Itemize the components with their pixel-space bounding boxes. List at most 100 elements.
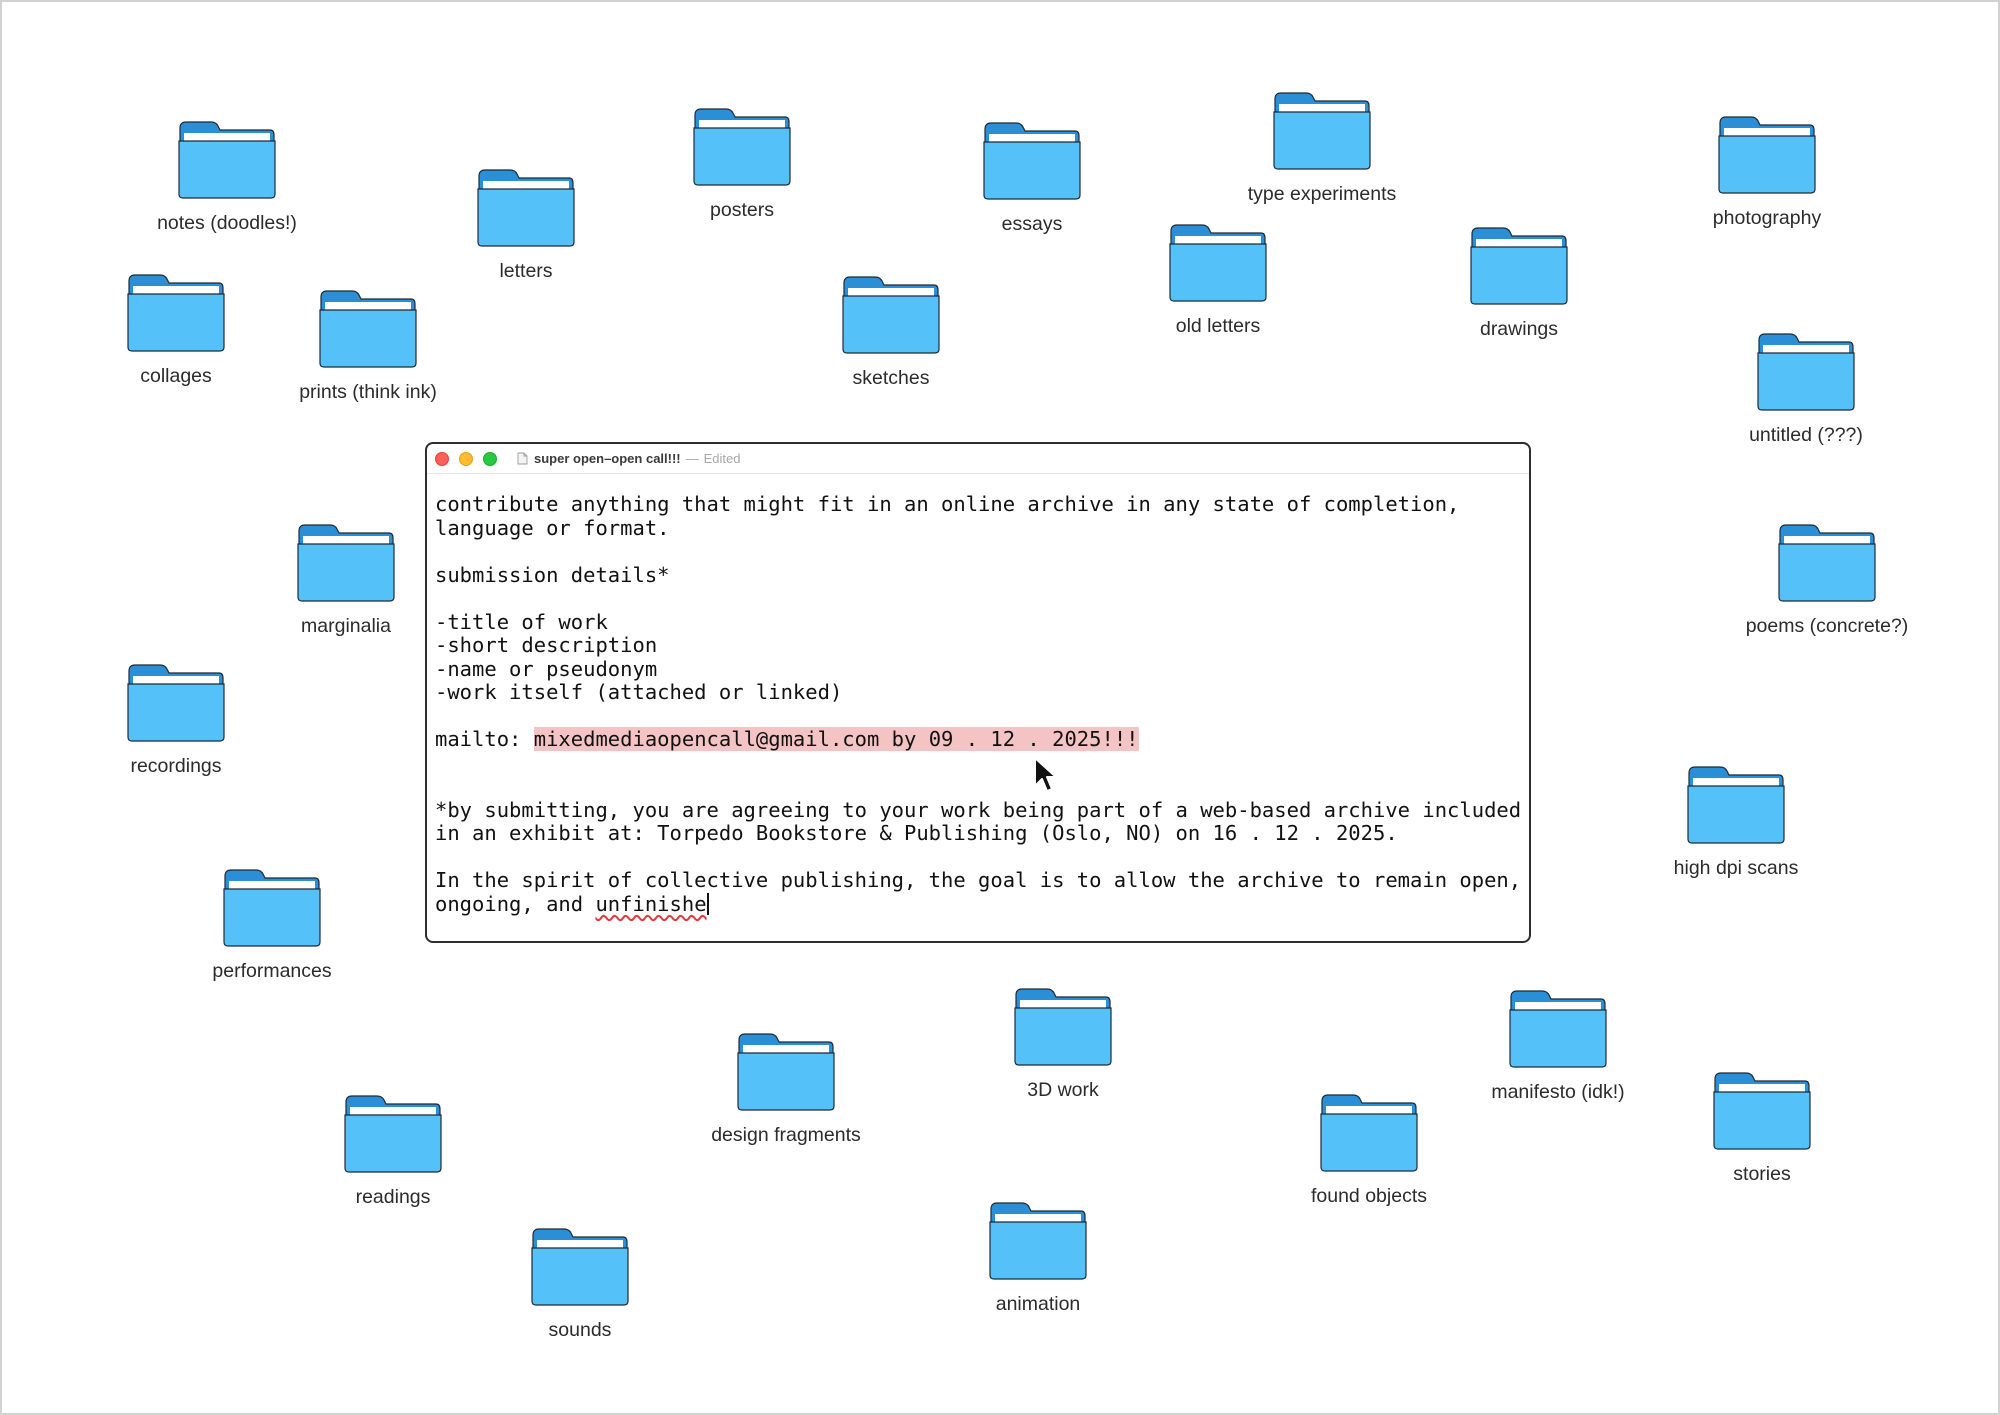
text-line: in an exhibit at: Torpedo Bookstore & Pu…: [435, 821, 1398, 845]
window-titlebar[interactable]: super open–open call!!! — Edited: [427, 444, 1529, 474]
folder-icon: [989, 1202, 1087, 1280]
text-span: ongoing, and: [435, 891, 596, 916]
folder-sounds[interactable]: sounds: [460, 1225, 700, 1342]
folder-icon: [1014, 988, 1112, 1066]
text-line: language or format.: [435, 515, 670, 540]
folder-label: posters: [710, 199, 774, 221]
document-icon: [517, 452, 528, 465]
folder-marginalia[interactable]: marginalia: [226, 521, 466, 638]
folder-icon: [1687, 766, 1785, 844]
text-line: *by submitting, you are agreeing to your…: [435, 797, 1522, 822]
folder-old-letters[interactable]: old letters: [1098, 221, 1338, 338]
folder-label: old letters: [1175, 315, 1261, 337]
folder-label: drawings: [1479, 318, 1559, 340]
folder-type-experiments[interactable]: type experiments: [1202, 89, 1442, 206]
folder-notes[interactable]: notes (doodles!): [107, 118, 347, 235]
folder-icon: [1169, 224, 1267, 302]
folder-label: stories: [1733, 1163, 1791, 1185]
folder-collages[interactable]: collages: [56, 271, 296, 388]
folder-label: prints (think ink): [299, 381, 437, 403]
folder-label: collages: [140, 365, 212, 387]
folder-3d-work[interactable]: 3D work: [943, 985, 1183, 1102]
blank-line: [435, 705, 1529, 729]
blank-line: [435, 846, 1529, 870]
folder-icon: [223, 869, 321, 947]
folder-icon: [297, 524, 395, 602]
folder-icon: [1273, 92, 1371, 170]
folder-drawings[interactable]: drawings: [1399, 224, 1639, 341]
window-title: super open–open call!!! — Edited: [517, 451, 741, 466]
mailto-prefix: mailto:: [435, 727, 534, 751]
folder-icon: [693, 108, 791, 186]
folder-posters[interactable]: posters: [622, 105, 862, 222]
text-editor-window[interactable]: super open–open call!!! — Edited contrib…: [425, 442, 1531, 943]
folder-readings[interactable]: readings: [273, 1092, 513, 1209]
folder-label: found objects: [1310, 1185, 1427, 1207]
folder-icon: [344, 1095, 442, 1173]
folder-icon: [1509, 990, 1607, 1068]
folder-icon: [737, 1033, 835, 1111]
folder-label: photography: [1712, 207, 1822, 229]
misspelled-word[interactable]: unfinishe: [595, 891, 707, 916]
folder-label: 3D work: [1027, 1079, 1099, 1101]
folder-sketches[interactable]: sketches: [771, 273, 1011, 390]
folder-label: readings: [355, 1186, 431, 1208]
folder-recordings[interactable]: recordings: [56, 661, 296, 778]
text-line: -short description: [435, 633, 658, 657]
folder-icon: [531, 1228, 629, 1306]
minimize-button[interactable]: [459, 451, 473, 466]
folder-stories[interactable]: stories: [1642, 1069, 1882, 1186]
folder-label: sounds: [548, 1319, 612, 1341]
folder-design-fragments[interactable]: design fragments: [666, 1030, 906, 1147]
text-line: submission details*: [435, 562, 670, 587]
folder-icon: [127, 274, 225, 352]
text-line: -name or pseudonym: [435, 656, 658, 681]
folder-icon: [477, 169, 575, 247]
folder-label: notes (doodles!): [157, 212, 297, 234]
blank-line: [435, 752, 1529, 799]
folder-label: recordings: [130, 755, 222, 777]
folder-icon: [1713, 1072, 1811, 1150]
edited-status: Edited: [703, 451, 741, 466]
folder-icon: [1718, 116, 1816, 194]
highlighted-email-deadline[interactable]: mixedmediaopencall@gmail.com by 09 . 12 …: [533, 727, 1139, 751]
folder-poems[interactable]: poems (concrete?): [1707, 521, 1947, 638]
folder-label: type experiments: [1247, 183, 1397, 205]
folder-icon: [1470, 227, 1568, 305]
folder-prints[interactable]: prints (think ink): [248, 287, 488, 404]
folder-label: poems (concrete?): [1745, 615, 1909, 637]
folder-label: marginalia: [301, 615, 391, 637]
folder-icon: [1778, 524, 1876, 602]
folder-manifesto[interactable]: manifesto (idk!): [1438, 987, 1678, 1104]
blank-line: [435, 540, 1529, 564]
folder-label: high dpi scans: [1673, 857, 1799, 879]
zoom-button[interactable]: [483, 451, 497, 466]
folder-high-dpi-scans[interactable]: high dpi scans: [1616, 763, 1856, 880]
folder-label: manifesto (idk!): [1491, 1081, 1625, 1103]
folder-label: essays: [1001, 213, 1063, 235]
folder-icon: [127, 664, 225, 742]
folder-label: sketches: [852, 367, 930, 389]
close-button[interactable]: [435, 451, 449, 466]
folder-icon: [1757, 333, 1855, 411]
folder-found-objects[interactable]: found objects: [1249, 1091, 1489, 1208]
text-line: In the spirit of collective publishing, …: [435, 868, 1522, 892]
folder-icon: [1320, 1094, 1418, 1172]
folder-label: design fragments: [711, 1124, 861, 1146]
document-text-area[interactable]: contribute anything that might fit in an…: [427, 474, 1529, 916]
folder-letters[interactable]: letters: [406, 166, 646, 283]
folder-label: performances: [212, 960, 332, 982]
title-separator: —: [685, 451, 699, 466]
folder-label: letters: [499, 260, 553, 282]
folder-label: animation: [995, 1293, 1081, 1315]
last-text-line: ongoing, and unfinishe: [435, 891, 1529, 917]
folder-untitled[interactable]: untitled (???): [1686, 330, 1926, 447]
folder-performances[interactable]: performances: [152, 866, 392, 983]
folder-animation[interactable]: animation: [918, 1199, 1158, 1316]
mouse-pointer-icon: [1034, 757, 1057, 792]
text-line: -title of work: [435, 609, 608, 634]
text-line: -work itself (attached or linked): [435, 680, 843, 704]
folder-essays[interactable]: essays: [912, 119, 1152, 236]
folder-icon: [178, 121, 276, 199]
folder-photography[interactable]: photography: [1647, 113, 1887, 230]
